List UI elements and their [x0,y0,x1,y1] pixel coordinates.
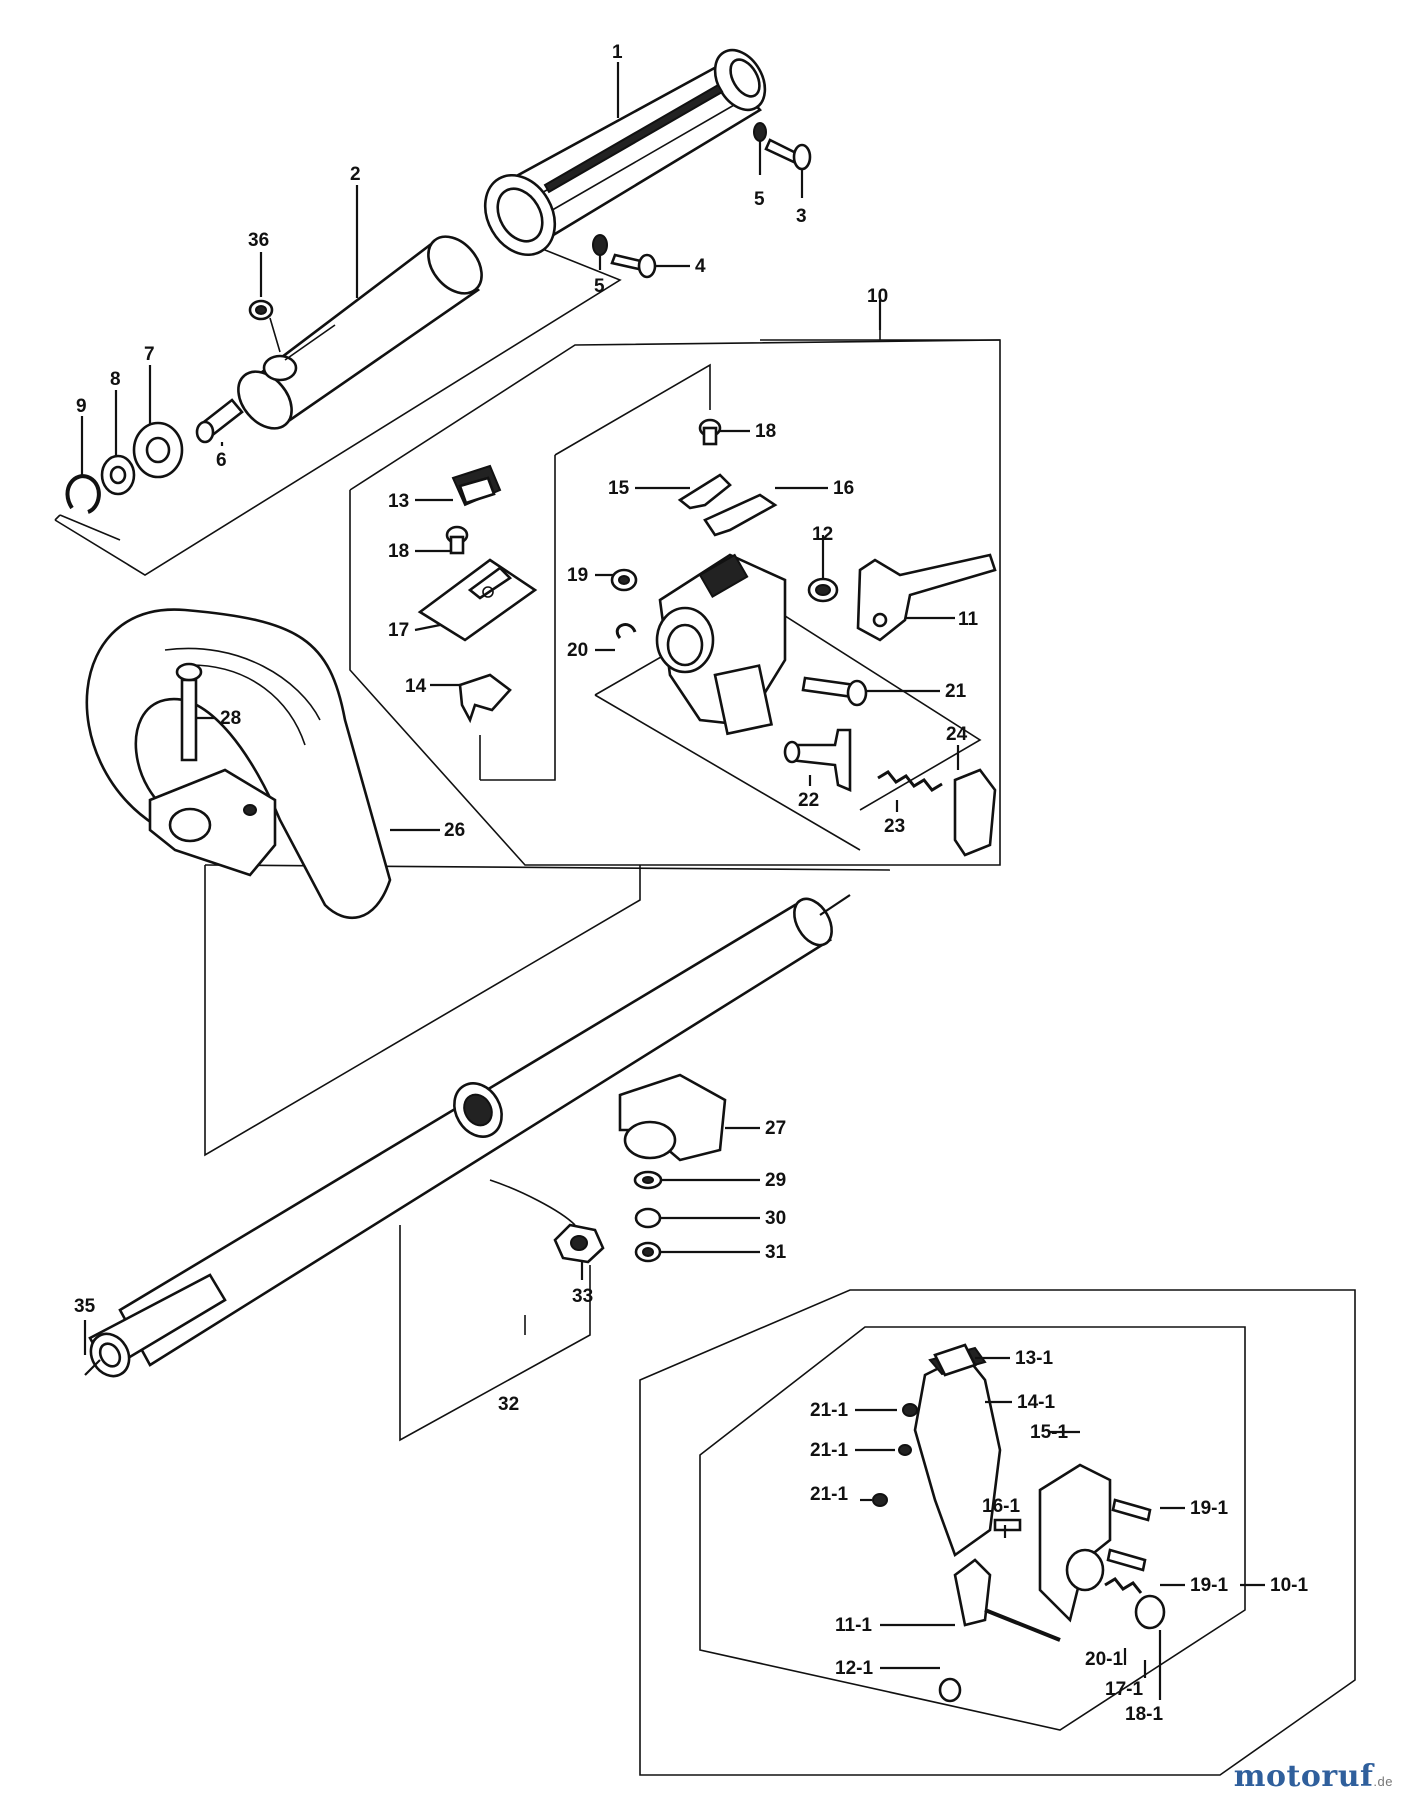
label-21-1a: 21-1 [810,1400,848,1421]
label-8: 8 [110,369,121,390]
label-18-1: 18-1 [1125,1704,1163,1725]
slide-plate-17 [417,558,538,642]
bolt-28 [175,662,203,762]
label-5a: 5 [754,189,765,210]
label-23: 23 [884,816,905,837]
group-outline-kit-10-1 [639,1289,1356,1776]
group-outline-handle [54,239,622,576]
label-16-1: 16-1 [982,1496,1020,1517]
label-12: 12 [812,524,833,545]
screw-18-b [445,525,469,555]
label-17-1: 17-1 [1105,1679,1143,1700]
circlip-9 [65,474,101,514]
lever-14 [458,673,512,724]
clamp-27 [618,1073,727,1162]
label-33: 33 [572,1286,593,1307]
bolt-22 [783,728,852,792]
nut-31 [634,1241,662,1263]
label-36: 36 [248,230,269,251]
label-19: 19 [567,565,588,586]
nut-36 [248,299,274,321]
lockwasher-30 [634,1207,662,1229]
kit-10-1-assembly [872,1343,1166,1703]
handle-grip-1 [483,48,767,257]
loop-handle-26 [85,608,392,919]
throttle-lever-11 [856,553,997,642]
label-30: 30 [765,1208,786,1229]
label-7: 7 [144,344,155,365]
drive-shaft [84,894,851,1378]
label-21: 21 [945,681,967,702]
label-13: 13 [388,491,409,512]
watermark-suffix: .de [1373,1774,1393,1789]
screw-4 [592,234,657,279]
label-18a: 18 [755,421,776,442]
nut-19 [610,568,638,592]
label-11-1: 11-1 [835,1615,872,1636]
spring-12 [807,577,839,603]
label-20: 20 [567,640,588,661]
label-2: 2 [350,164,361,185]
label-26: 26 [444,820,465,841]
washer-8 [100,454,136,496]
label-14-1: 14-1 [1017,1392,1055,1413]
throttle-housing [655,553,787,736]
label-10: 10 [867,286,888,307]
label-32: 32 [498,1394,519,1415]
label-9: 9 [76,396,87,417]
label-28: 28 [220,708,241,729]
label-29: 29 [765,1170,786,1191]
group-outline-throttle-10 [349,330,1001,866]
label-15: 15 [608,478,630,499]
label-19-1a: 19-1 [1190,1498,1228,1519]
plate-16 [703,493,778,537]
label-21-1b: 21-1 [810,1440,848,1461]
label-35: 35 [74,1296,96,1317]
spring-23 [877,770,943,792]
label-27: 27 [765,1118,786,1139]
label-4: 4 [695,256,706,277]
label-10-1: 10-1 [1270,1575,1308,1596]
label-1: 1 [612,42,623,63]
label-5b: 5 [594,276,605,297]
plate-15 [677,473,732,510]
label-14: 14 [405,676,427,697]
label-24: 24 [946,724,968,745]
bolt-21 [801,676,868,707]
label-15-1: 15-1 [1030,1422,1068,1443]
kit-leader-lines [855,1356,1265,1700]
screw-3 [753,122,812,171]
clip-20 [615,623,637,639]
washer-29 [633,1170,663,1190]
label-31: 31 [765,1242,787,1263]
handle-tube-2 [237,235,483,430]
label-18b: 18 [388,541,409,562]
washer-7 [132,421,184,479]
cover-24 [953,768,997,857]
pin-6 [195,398,244,444]
group-outline-inner-10 [479,363,711,781]
label-11: 11 [958,609,979,630]
label-6: 6 [216,450,227,471]
label-19-1b: 19-1 [1190,1575,1228,1596]
watermark-logo: motoruf.de [1234,1759,1393,1794]
group-outline-throttle-right [594,599,982,851]
label-22: 22 [798,790,819,811]
label-13-1: 13-1 [1015,1348,1053,1369]
label-12-1: 12-1 [835,1658,873,1679]
label-20-1: 20-1 [1085,1649,1123,1670]
part-labels: 1 2 3 4 5 5 6 7 8 9 10 11 12 13 14 15 16… [74,42,1308,1725]
label-16: 16 [833,478,854,499]
watermark-brand: motoruf [1233,1759,1374,1794]
screw-18-a [698,418,722,446]
button-13 [451,464,502,507]
nut-33 [553,1223,605,1264]
label-21-1c: 21-1 [810,1484,848,1505]
label-17: 17 [388,620,409,641]
label-3: 3 [796,206,807,227]
